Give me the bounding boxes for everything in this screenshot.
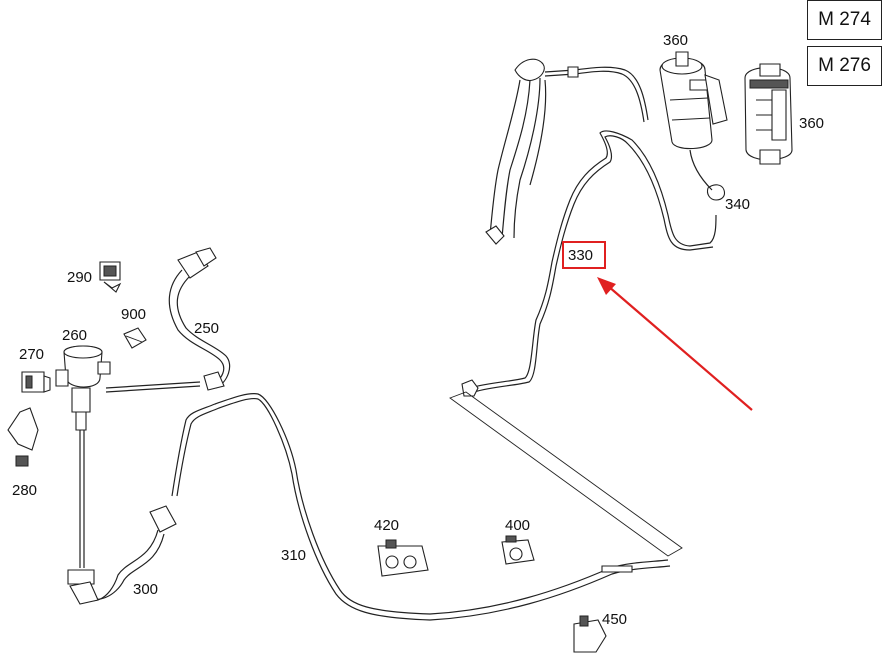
label-420: 420 <box>374 517 399 534</box>
part-340-clamp[interactable] <box>706 184 726 201</box>
label-360-right: 360 <box>799 115 824 132</box>
label-250: 250 <box>194 320 219 337</box>
outline-region <box>449 391 683 557</box>
label-300: 300 <box>133 581 158 598</box>
engine-code-m274: M 274 <box>807 0 882 40</box>
filler-vent-assembly[interactable] <box>485 58 649 245</box>
label-450: 450 <box>602 611 627 628</box>
part-260-purge-valve[interactable] <box>55 345 201 431</box>
label-900: 900 <box>121 306 146 323</box>
label-310: 310 <box>281 547 306 564</box>
part-360-canister-b[interactable] <box>744 63 793 165</box>
label-290: 290 <box>67 269 92 286</box>
part-300-hose[interactable] <box>67 430 177 605</box>
engine-code-m276: M 276 <box>807 46 882 86</box>
part-250-hose[interactable] <box>168 247 231 391</box>
label-360-top: 360 <box>663 32 688 49</box>
label-400: 400 <box>505 517 530 534</box>
part-450-clip[interactable] <box>573 615 607 653</box>
label-270: 270 <box>19 346 44 363</box>
part-270-connector[interactable] <box>21 371 51 393</box>
part-360-canister-a[interactable] <box>659 51 728 191</box>
label-330: 330 <box>568 247 593 264</box>
part-310-line[interactable] <box>171 393 671 621</box>
label-260: 260 <box>62 327 87 344</box>
highlight-box-330 <box>562 241 606 269</box>
part-280-holder[interactable] <box>7 407 39 467</box>
label-340: 340 <box>725 196 750 213</box>
label-280: 280 <box>12 482 37 499</box>
part-330-vent-line[interactable] <box>461 130 726 397</box>
part-420-double-clip[interactable] <box>377 539 429 577</box>
part-900-grommet[interactable] <box>123 327 147 349</box>
part-290-bracket[interactable] <box>99 261 122 293</box>
red-arrow-icon <box>597 277 753 411</box>
part-400-clip[interactable] <box>501 535 535 565</box>
